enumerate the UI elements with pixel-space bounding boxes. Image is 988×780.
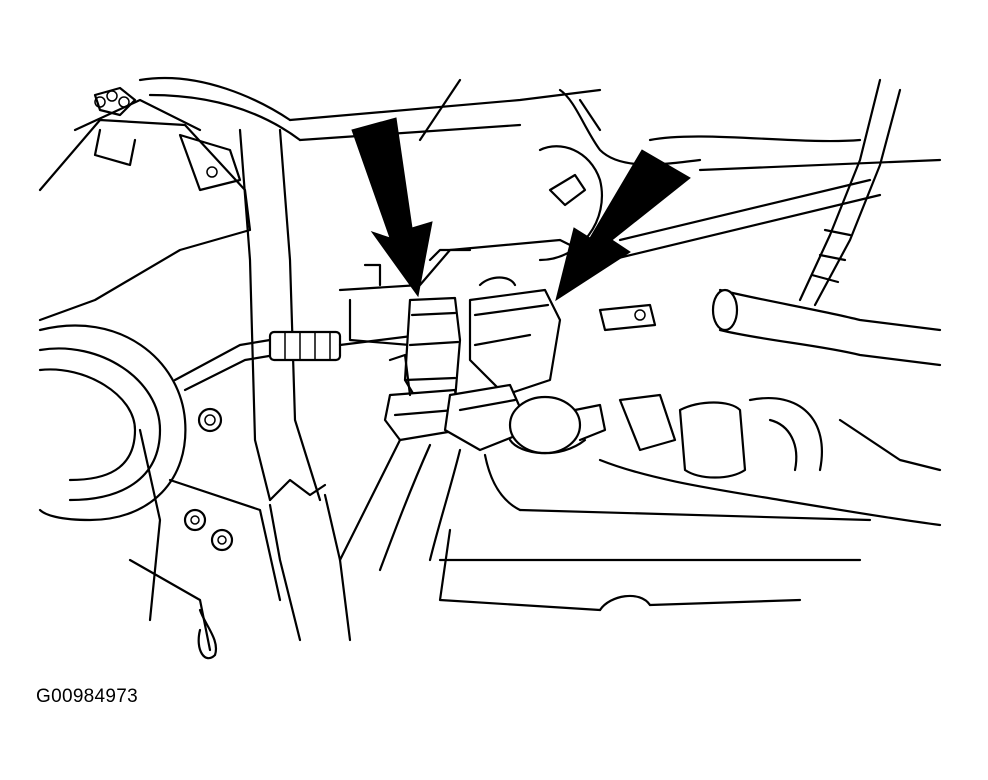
arrow-down-icon [351, 117, 433, 298]
lower-left-mount [128, 407, 282, 660]
lower-right-components [438, 393, 942, 612]
arrow-down-left-icon [555, 149, 691, 302]
figure-code: G00984973 [36, 686, 139, 707]
upper-left-bracket [38, 76, 302, 322]
connector-left [383, 296, 462, 442]
vertical-hose [238, 128, 352, 642]
round-sensor [508, 395, 607, 455]
left-round-housing [38, 324, 187, 522]
oxygen-sensor-cable [173, 330, 422, 392]
top-pipe [288, 78, 602, 142]
right-hoses [558, 78, 942, 367]
connector-right [443, 276, 562, 452]
wiring-harness [338, 438, 522, 572]
